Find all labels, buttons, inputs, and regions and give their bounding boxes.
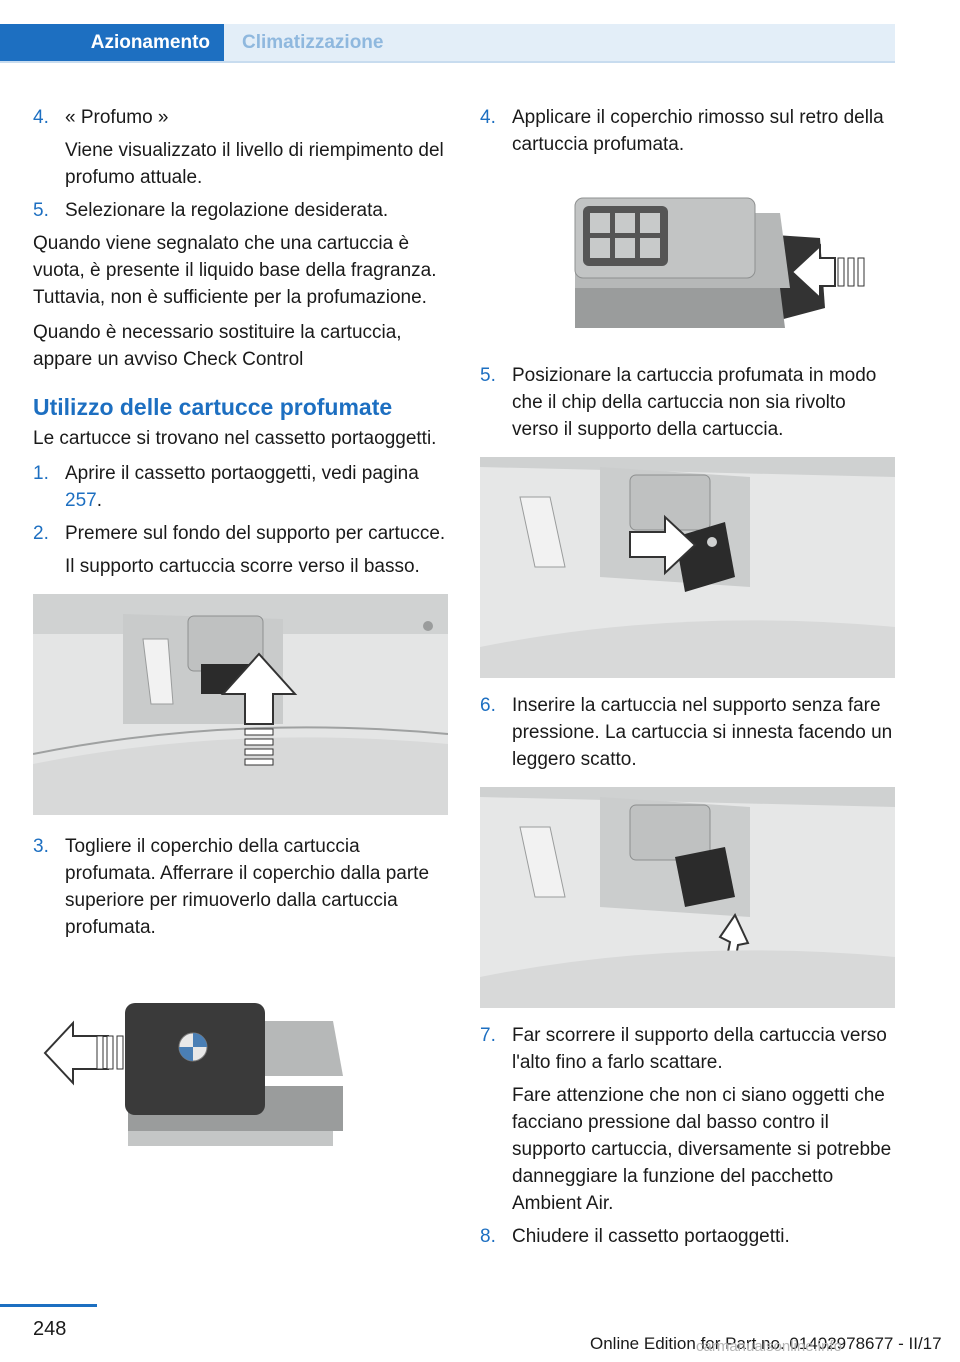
step-text: Far scorrere il supporto della cartuccia… — [512, 1025, 887, 1073]
step-text: Applicare il coperchio rimosso sul retro… — [512, 107, 884, 155]
step-number: 7. — [480, 1025, 496, 1046]
position-illustration — [480, 457, 895, 678]
cartridge-back-illustration — [480, 178, 895, 348]
step-8-close-glovebox: 8. Chiudere il cassetto portaoggetti. — [480, 1223, 895, 1250]
step-number: 3. — [33, 836, 49, 857]
page-number: 248 — [33, 1318, 67, 1340]
step-4-apply-cover: 4. Applicare il coperchio rimosso sul re… — [480, 104, 895, 158]
figure-glovebox-press — [33, 594, 448, 815]
step-text-end: . — [96, 490, 102, 511]
step-subtext: Viene visualizzato il livello di riempim… — [65, 140, 444, 188]
step-number: 5. — [480, 365, 496, 386]
step-7-slide-holder: 7. Far scorrere il supporto della cartuc… — [480, 1022, 895, 1076]
figure-cartridge-cover-back — [480, 178, 895, 348]
step-2-press-holder: 2. Premere sul fondo del supporto per ca… — [33, 520, 448, 547]
paragraph-intro: Le cartucce si trovano nel cassetto port… — [33, 428, 437, 449]
step-text: Posizionare la cartuccia profumata in mo… — [512, 365, 877, 440]
step-text: Selezionare la regolazione desiderata. — [65, 200, 389, 221]
step-5-selezionare: 5. Selezionare la regolazione desiderata… — [33, 197, 448, 224]
tab-climatizzazione[interactable]: Climatizzazione — [224, 24, 895, 62]
step-text: « Profumo » — [65, 107, 169, 128]
insert-illustration — [480, 787, 895, 1008]
step-text: Inserire la cartuccia nel supporto senza… — [512, 695, 893, 770]
figure-cartridge-cover-removal — [33, 981, 448, 1161]
step-text: Togliere il coperchio della cartuccia pr… — [65, 836, 430, 938]
step-4-profumo: 4. « Profumo » — [33, 104, 448, 131]
footer-accent-line — [0, 1304, 97, 1307]
step-number: 6. — [480, 695, 496, 716]
step-text: Chiudere il cassetto portaoggetti. — [512, 1226, 790, 1247]
edition-info: Online Edition for Part no. 01402978677 … — [590, 1334, 942, 1353]
section-title: Utilizzo delle cartucce profumate — [33, 394, 393, 420]
step-subtext: Il supporto cartuccia scorre verso il ba… — [65, 556, 420, 577]
step-text: Aprire il cassetto portaoggetti, vedi pa… — [65, 460, 448, 514]
paragraph-empty-cartridge: Quando viene segnalato che una cartuccia… — [33, 233, 437, 308]
paragraph-check-control: Quando è necessario sostituire la cartuc… — [33, 322, 402, 370]
step-5-position-cartridge: 5. Posizionare la cartuccia profumata in… — [480, 362, 895, 443]
step-6-insert-cartridge: 6. Inserire la cartuccia nel supporto se… — [480, 692, 895, 773]
tab-label: Climatizzazione — [242, 32, 384, 53]
step-number: 2. — [33, 523, 49, 544]
cartridge-cover-illustration — [33, 981, 448, 1161]
step-subtext: Fare attenzione che non ci siano oggetti… — [512, 1085, 892, 1214]
left-column: 4. « Profumo » Viene visualizzato il liv… — [33, 104, 448, 1161]
page-link[interactable]: 257 — [65, 490, 97, 511]
glovebox-illustration — [33, 594, 448, 815]
watermark: carmanualsonline.info — [696, 1338, 842, 1355]
step-number: 8. — [480, 1226, 496, 1247]
header-divider — [0, 61, 895, 63]
tab-azionamento[interactable]: Azionamento — [0, 24, 224, 62]
figure-insert-cartridge — [480, 787, 895, 1008]
step-number: 5. — [33, 200, 49, 221]
step-text: Premere sul fondo del supporto per cartu… — [65, 523, 446, 544]
step-number: 4. — [33, 107, 49, 128]
right-column: 4. Applicare il coperchio rimosso sul re… — [480, 104, 895, 1256]
step-text-part: Aprire il cassetto portaoggetti, vedi pa… — [65, 463, 419, 484]
step-3-remove-cover: 3. Togliere il coperchio della cartuccia… — [33, 833, 448, 941]
figure-position-cartridge — [480, 457, 895, 678]
step-number: 1. — [33, 463, 49, 484]
step-number: 4. — [480, 107, 496, 128]
tab-label: Azionamento — [90, 32, 210, 53]
step-1-open-glovebox: 1. Aprire il cassetto portaoggetti, vedi… — [33, 460, 448, 514]
